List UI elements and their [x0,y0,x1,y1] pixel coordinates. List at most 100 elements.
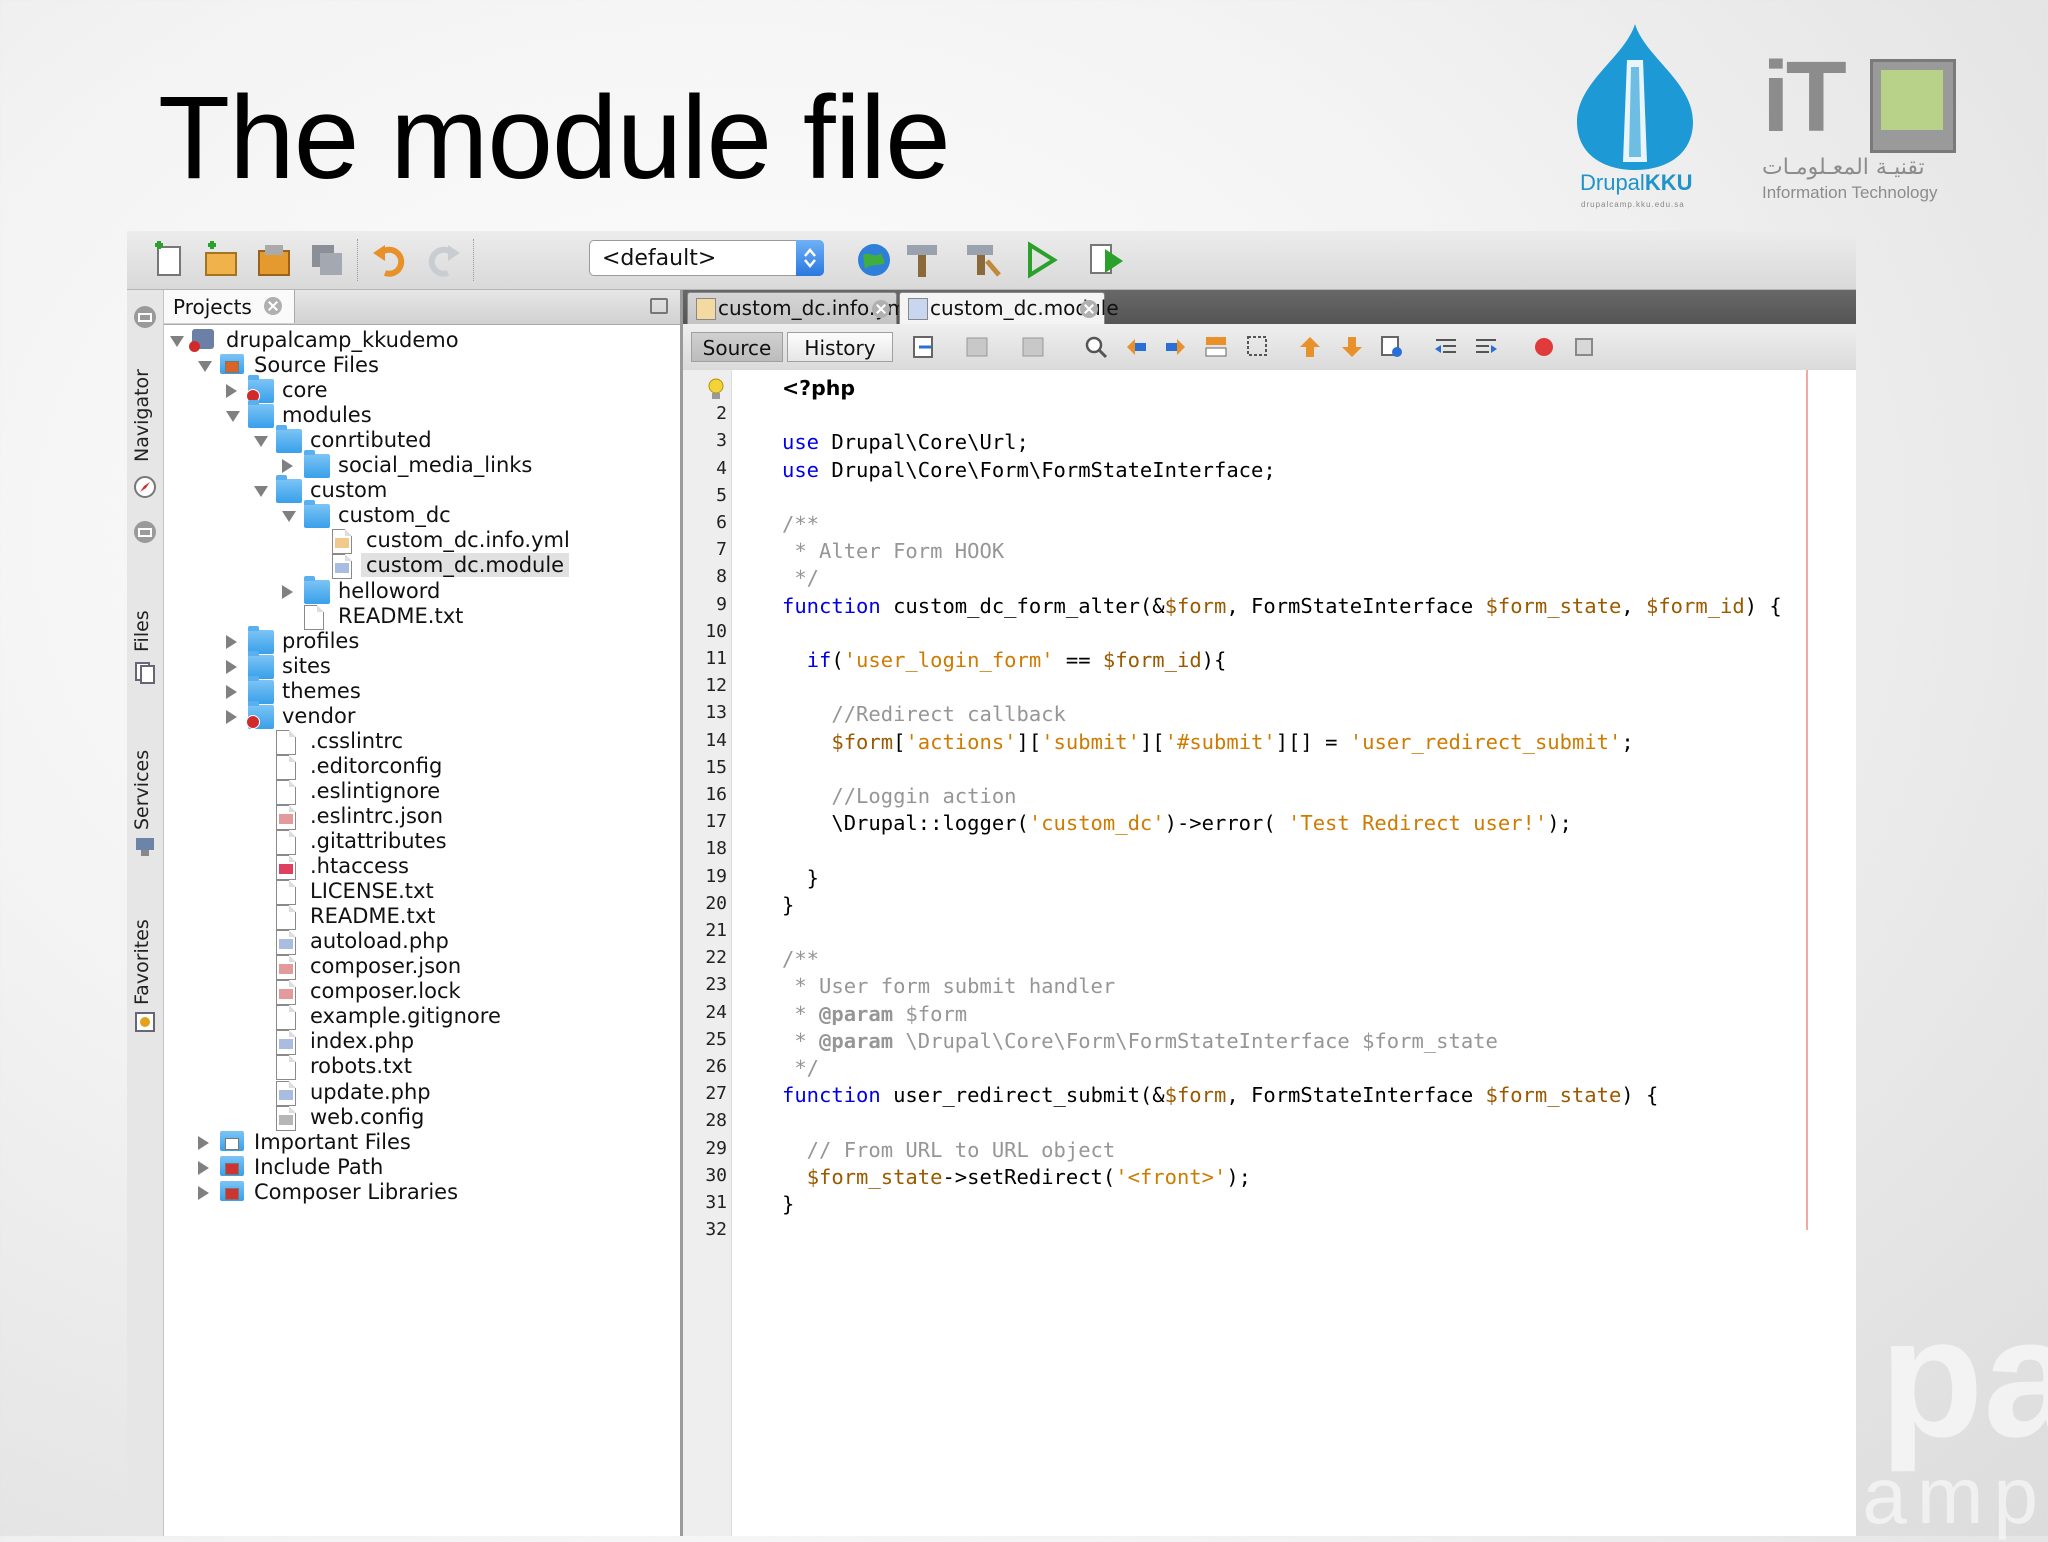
tree-item[interactable]: example.gitignore [164,1001,664,1033]
tree-item[interactable]: drupalcamp_kkudemo [164,325,664,357]
tab-projects[interactable]: Projects [164,290,295,323]
tree-item[interactable]: .htaccess [164,851,664,883]
new-file-icon[interactable] [149,241,187,279]
collapsed-arrow-icon[interactable] [198,1185,209,1200]
tree-item[interactable]: autoload.php [164,926,664,958]
stop-macro-icon[interactable] [1571,334,1597,360]
last-edit-icon[interactable] [911,334,937,360]
collapsed-arrow-icon[interactable] [226,709,237,724]
toggle-highlight-icon[interactable] [1203,334,1229,360]
find-previous-icon[interactable] [1123,334,1149,360]
toggle-bookmark-icon[interactable] [1379,334,1405,360]
tree-item-label: custom_dc [338,503,451,528]
tree-item[interactable]: Composer Libraries [164,1177,664,1209]
tree-item[interactable]: profiles [164,625,664,658]
files-tab[interactable]: Files [127,520,163,700]
previous-bookmark-icon[interactable] [1297,334,1323,360]
tree-item[interactable]: custom_dc [164,500,664,532]
collapsed-arrow-icon[interactable] [226,634,237,649]
tree-item[interactable]: .eslintrc.json [164,801,664,833]
collapsed-arrow-icon[interactable] [198,1160,209,1175]
undo-icon[interactable] [371,241,409,279]
tree-item[interactable]: LICENSE.txt [164,876,664,908]
redo-icon[interactable] [424,241,462,279]
expanded-arrow-icon[interactable] [254,436,268,448]
tree-item[interactable]: Important Files [164,1127,664,1159]
tree-item[interactable]: .gitattributes [164,826,664,858]
tree-item[interactable]: themes [164,675,664,708]
tree-item[interactable]: helloword [164,575,664,608]
line-number: 17 [705,811,727,833]
collapsed-arrow-icon[interactable] [226,684,237,699]
tree-item[interactable]: conrtibuted [164,425,664,457]
tree-item[interactable]: social_media_links [164,450,664,482]
tree-item[interactable]: .csslintrc [164,726,664,758]
tree-item[interactable]: vendor [164,700,664,733]
expanded-arrow-icon[interactable] [198,361,212,373]
run-icon[interactable] [1022,241,1060,279]
collapsed-arrow-icon[interactable] [282,584,293,599]
favorites-tab[interactable]: Favorites [127,870,163,1040]
side-panel-strip: Navigator Files Services Favorites [127,290,164,1536]
tree-item[interactable]: README.txt [164,601,664,633]
close-icon[interactable] [872,300,890,318]
navigator-tab[interactable]: Navigator [127,290,163,520]
tree-item[interactable]: composer.json [164,951,664,983]
browser-icon[interactable] [855,241,893,279]
tree-item[interactable]: custom [164,475,664,507]
close-icon[interactable] [1080,300,1098,318]
history-button[interactable]: History [787,332,893,362]
tree-item[interactable]: update.php [164,1077,664,1109]
open-project-icon[interactable] [255,241,293,279]
close-icon[interactable] [264,297,282,315]
tree-item[interactable]: sites [164,650,664,683]
collapsed-arrow-icon[interactable] [226,659,237,674]
collapsed-arrow-icon[interactable] [198,1135,209,1150]
shift-right-icon[interactable] [1473,334,1499,360]
debug-icon[interactable] [1089,241,1127,279]
configuration-select[interactable]: <default> [589,240,824,276]
tree-item[interactable]: web.config [164,1102,664,1134]
tree-item[interactable]: Source Files [164,350,664,382]
hint-bulb-icon[interactable] [707,378,725,402]
tree-item[interactable]: .editorconfig [164,751,664,783]
doc-icon [276,880,296,906]
find-next-icon[interactable] [1163,334,1189,360]
toggle-rect-selection-icon[interactable] [1245,334,1271,360]
build-icon[interactable] [903,241,941,279]
source-button[interactable]: Source [691,332,783,362]
start-macro-icon[interactable] [1531,334,1557,360]
tree-item[interactable]: README.txt [164,901,664,933]
code-token: , FormStateInterface [1226,1083,1486,1108]
back-icon[interactable] [965,334,991,360]
tab-custom-dc-module[interactable]: custom_dc.module [899,292,1119,324]
save-all-icon[interactable] [308,241,346,279]
collapsed-arrow-icon[interactable] [282,459,293,474]
minimize-window-icon[interactable] [650,298,668,314]
expanded-arrow-icon[interactable] [254,486,268,498]
expanded-arrow-icon[interactable] [226,411,240,423]
expanded-arrow-icon[interactable] [170,336,184,347]
doc-icon [276,1005,296,1031]
tree-item[interactable]: composer.lock [164,976,664,1008]
tree-item[interactable]: core [164,375,664,407]
tab-custom-dc-info-yml[interactable]: custom_dc.info.yml [687,292,912,324]
tree-item[interactable]: modules [164,400,664,432]
tree-item[interactable]: robots.txt [164,1051,664,1083]
tree-item[interactable]: Include Path [164,1152,664,1184]
find-icon[interactable] [1083,334,1109,360]
clean-build-icon[interactable] [963,241,1001,279]
forward-icon[interactable] [1021,334,1047,360]
new-project-icon[interactable] [202,241,240,279]
tree-item[interactable]: custom_dc.info.yml [164,525,664,557]
tree-item[interactable]: .eslintignore [164,776,664,808]
shift-left-icon[interactable] [1433,334,1459,360]
tree-item[interactable]: index.php [164,1026,664,1058]
next-bookmark-icon[interactable] [1339,334,1365,360]
tree-item[interactable]: custom_dc.module [164,550,664,582]
expanded-arrow-icon[interactable] [282,511,296,523]
collapsed-arrow-icon[interactable] [226,384,237,399]
code-token: function [782,1083,881,1108]
services-tab[interactable]: Services [127,710,163,860]
